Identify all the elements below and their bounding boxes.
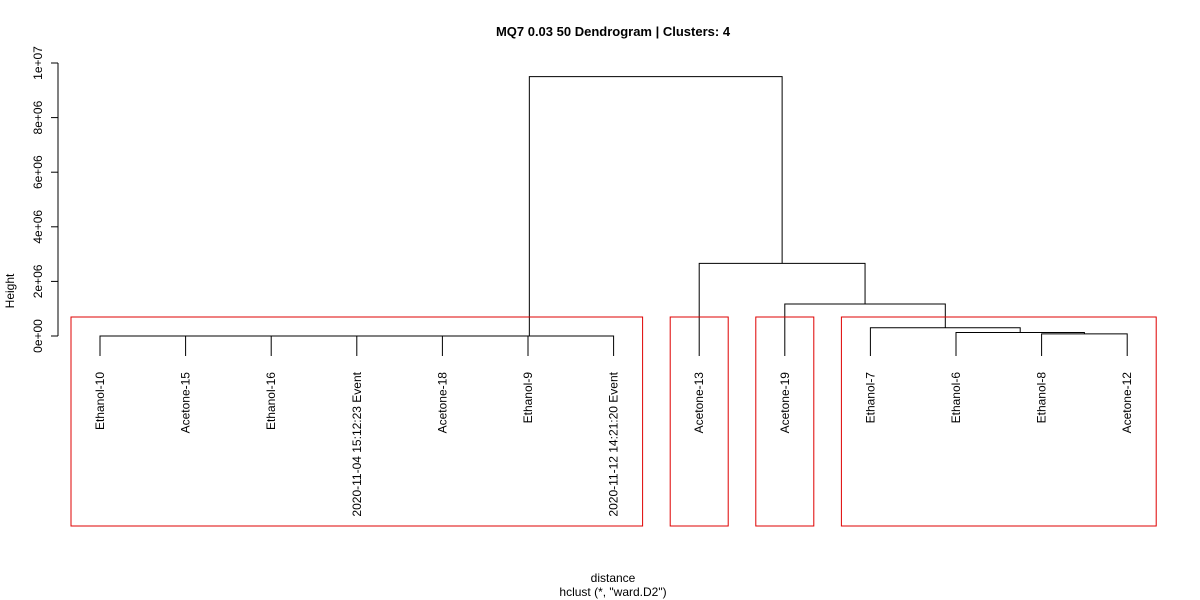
dendrogram-branches: [99, 76, 1128, 356]
branch-m7: [1041, 333, 1128, 356]
branch-m3: [207, 335, 358, 356]
leaf-label-11: Ethanol-8: [1035, 372, 1049, 424]
y-tick-label-4: 8e+06: [31, 100, 45, 134]
cluster-box-3: [755, 316, 815, 527]
y-tick-label-2: 4e+06: [31, 210, 45, 244]
branch-m2: [142, 335, 272, 356]
method-sublabel: hclust (*, "ward.D2"): [559, 585, 666, 599]
leaf-label-8: Acetone-19: [778, 372, 792, 434]
y-tick-label-1: 2e+06: [31, 264, 45, 298]
chart-title: MQ7 0.03 50 Dendrogram | Clusters: 4: [496, 24, 731, 39]
y-tick-label-0: 0e+00: [31, 319, 45, 353]
leaf-label-1: Acetone-15: [179, 372, 193, 434]
cluster-box-2: [669, 316, 729, 527]
branch-m5: [362, 335, 529, 356]
leaf-label-4: Acetone-18: [435, 372, 449, 434]
cluster-box-1: [70, 316, 644, 527]
leaf-label-10: Ethanol-6: [949, 372, 963, 424]
leaf-label-5: Ethanol-9: [521, 372, 535, 424]
y-axis-label: Height: [3, 273, 17, 308]
leaf-labels: Ethanol-10 Acetone-15 Ethanol-16 2020-11-04…: [93, 371, 1134, 516]
leaf-label-6: 2020-11-12 14:21:20 Event: [607, 371, 621, 516]
leaf-label-2: Ethanol-16: [264, 372, 278, 430]
cluster-box-4: [840, 316, 1157, 527]
leaf-label-3: 2020-11-04 15:12:23 Event: [350, 371, 364, 516]
cluster-boxes: [70, 316, 1157, 527]
y-tick-label-3: 6e+06: [31, 155, 45, 189]
leaf-label-0: Ethanol-10: [93, 372, 107, 430]
y-tick-label-5: 1e+07: [31, 46, 45, 80]
branch-m11: [698, 262, 866, 356]
branch-m12: [528, 76, 783, 336]
branch-m4: [281, 335, 443, 356]
leaf-label-12: Acetone-12: [1120, 372, 1134, 434]
branch-m10: [784, 303, 946, 356]
x-axis-label: distance: [591, 571, 636, 585]
leaf-label-9: Ethanol-7: [863, 372, 877, 424]
branch-m8: [955, 331, 1085, 356]
leaf-label-7: Acetone-13: [692, 372, 706, 434]
branch-m6: [445, 335, 615, 356]
y-axis: 0e+00 2e+06 4e+06 6e+06 8e+06 1e+07: [31, 46, 59, 353]
branch-m1: [99, 335, 187, 356]
